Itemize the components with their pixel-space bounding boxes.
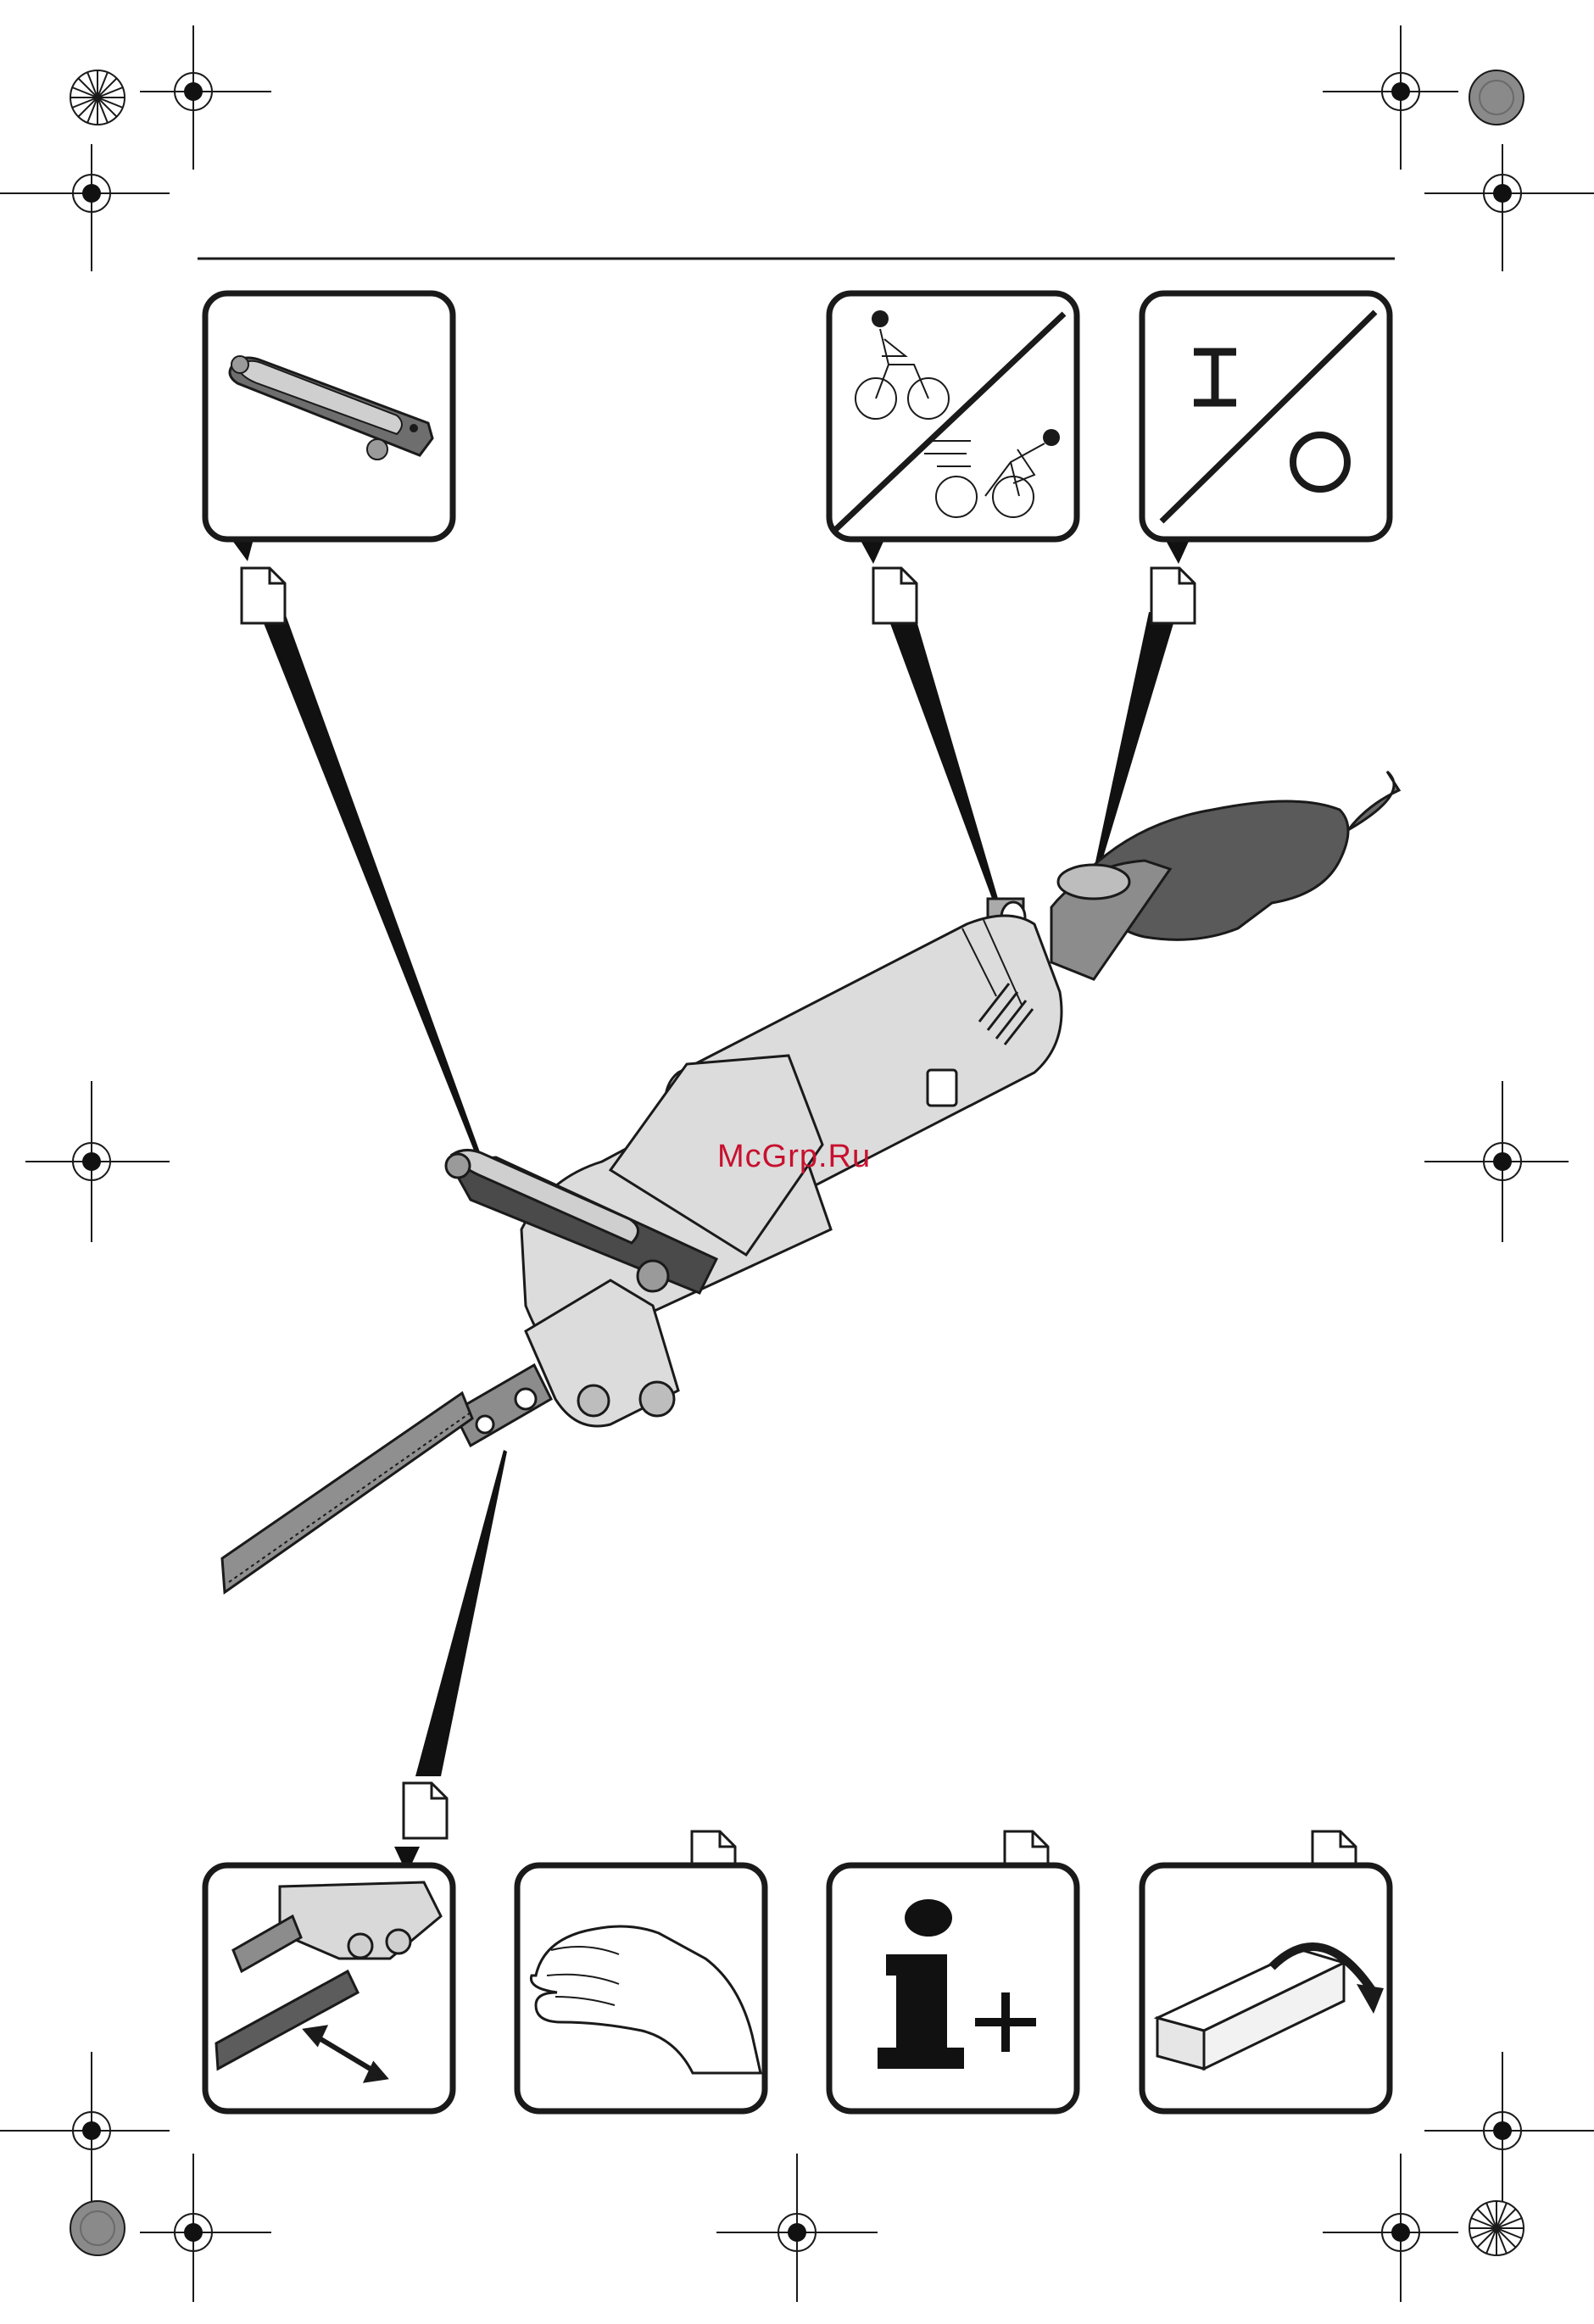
registration-crosshair-br-2 <box>1424 2052 1594 2213</box>
registration-crosshair-tl-1 <box>140 25 271 170</box>
panel-info <box>829 1865 1077 2111</box>
registration-solid-top-right <box>1469 70 1524 125</box>
on-off-switch <box>1058 865 1129 899</box>
panel-handle <box>205 293 453 539</box>
saw-blade <box>222 1393 472 1592</box>
panel-hand <box>517 1865 765 2111</box>
pointer-speed <box>886 612 999 903</box>
registration-starburst-bottom-right <box>1469 2201 1524 2255</box>
watermark-text: McGrp.Ru <box>717 1139 871 1175</box>
registration-crosshair-bl-2 <box>140 2154 271 2302</box>
registration-crosshair-mr <box>1424 1081 1569 1242</box>
panel-package <box>1142 1865 1390 2111</box>
registration-crosshair-ml <box>25 1081 170 1242</box>
registration-crosshair-tr-2 <box>1424 144 1594 271</box>
registration-crosshair-tr-1 <box>1323 25 1458 170</box>
panel-blade <box>205 1865 453 2111</box>
registration-crosshair-br-1 <box>1323 2154 1458 2302</box>
pointer-blade <box>415 1450 507 1776</box>
document-icon-blade <box>404 1783 447 1838</box>
document-icon-on-off <box>1151 568 1195 623</box>
panel-on-off <box>1142 293 1390 539</box>
reciprocating-saw-illustration <box>222 772 1399 1592</box>
panel-speed <box>829 293 1077 539</box>
registration-crosshair-bl-1 <box>0 2052 170 2213</box>
registration-crosshair-tl-2 <box>0 144 170 271</box>
pointer-handle <box>259 610 483 1163</box>
brand-logo <box>928 1070 956 1106</box>
registration-solid-bottom-left <box>70 2201 125 2255</box>
registration-starburst-top-left <box>70 70 125 125</box>
registration-crosshair-bc <box>716 2154 878 2302</box>
document-icon-speed <box>873 568 917 623</box>
document-icon-handle <box>242 568 285 623</box>
